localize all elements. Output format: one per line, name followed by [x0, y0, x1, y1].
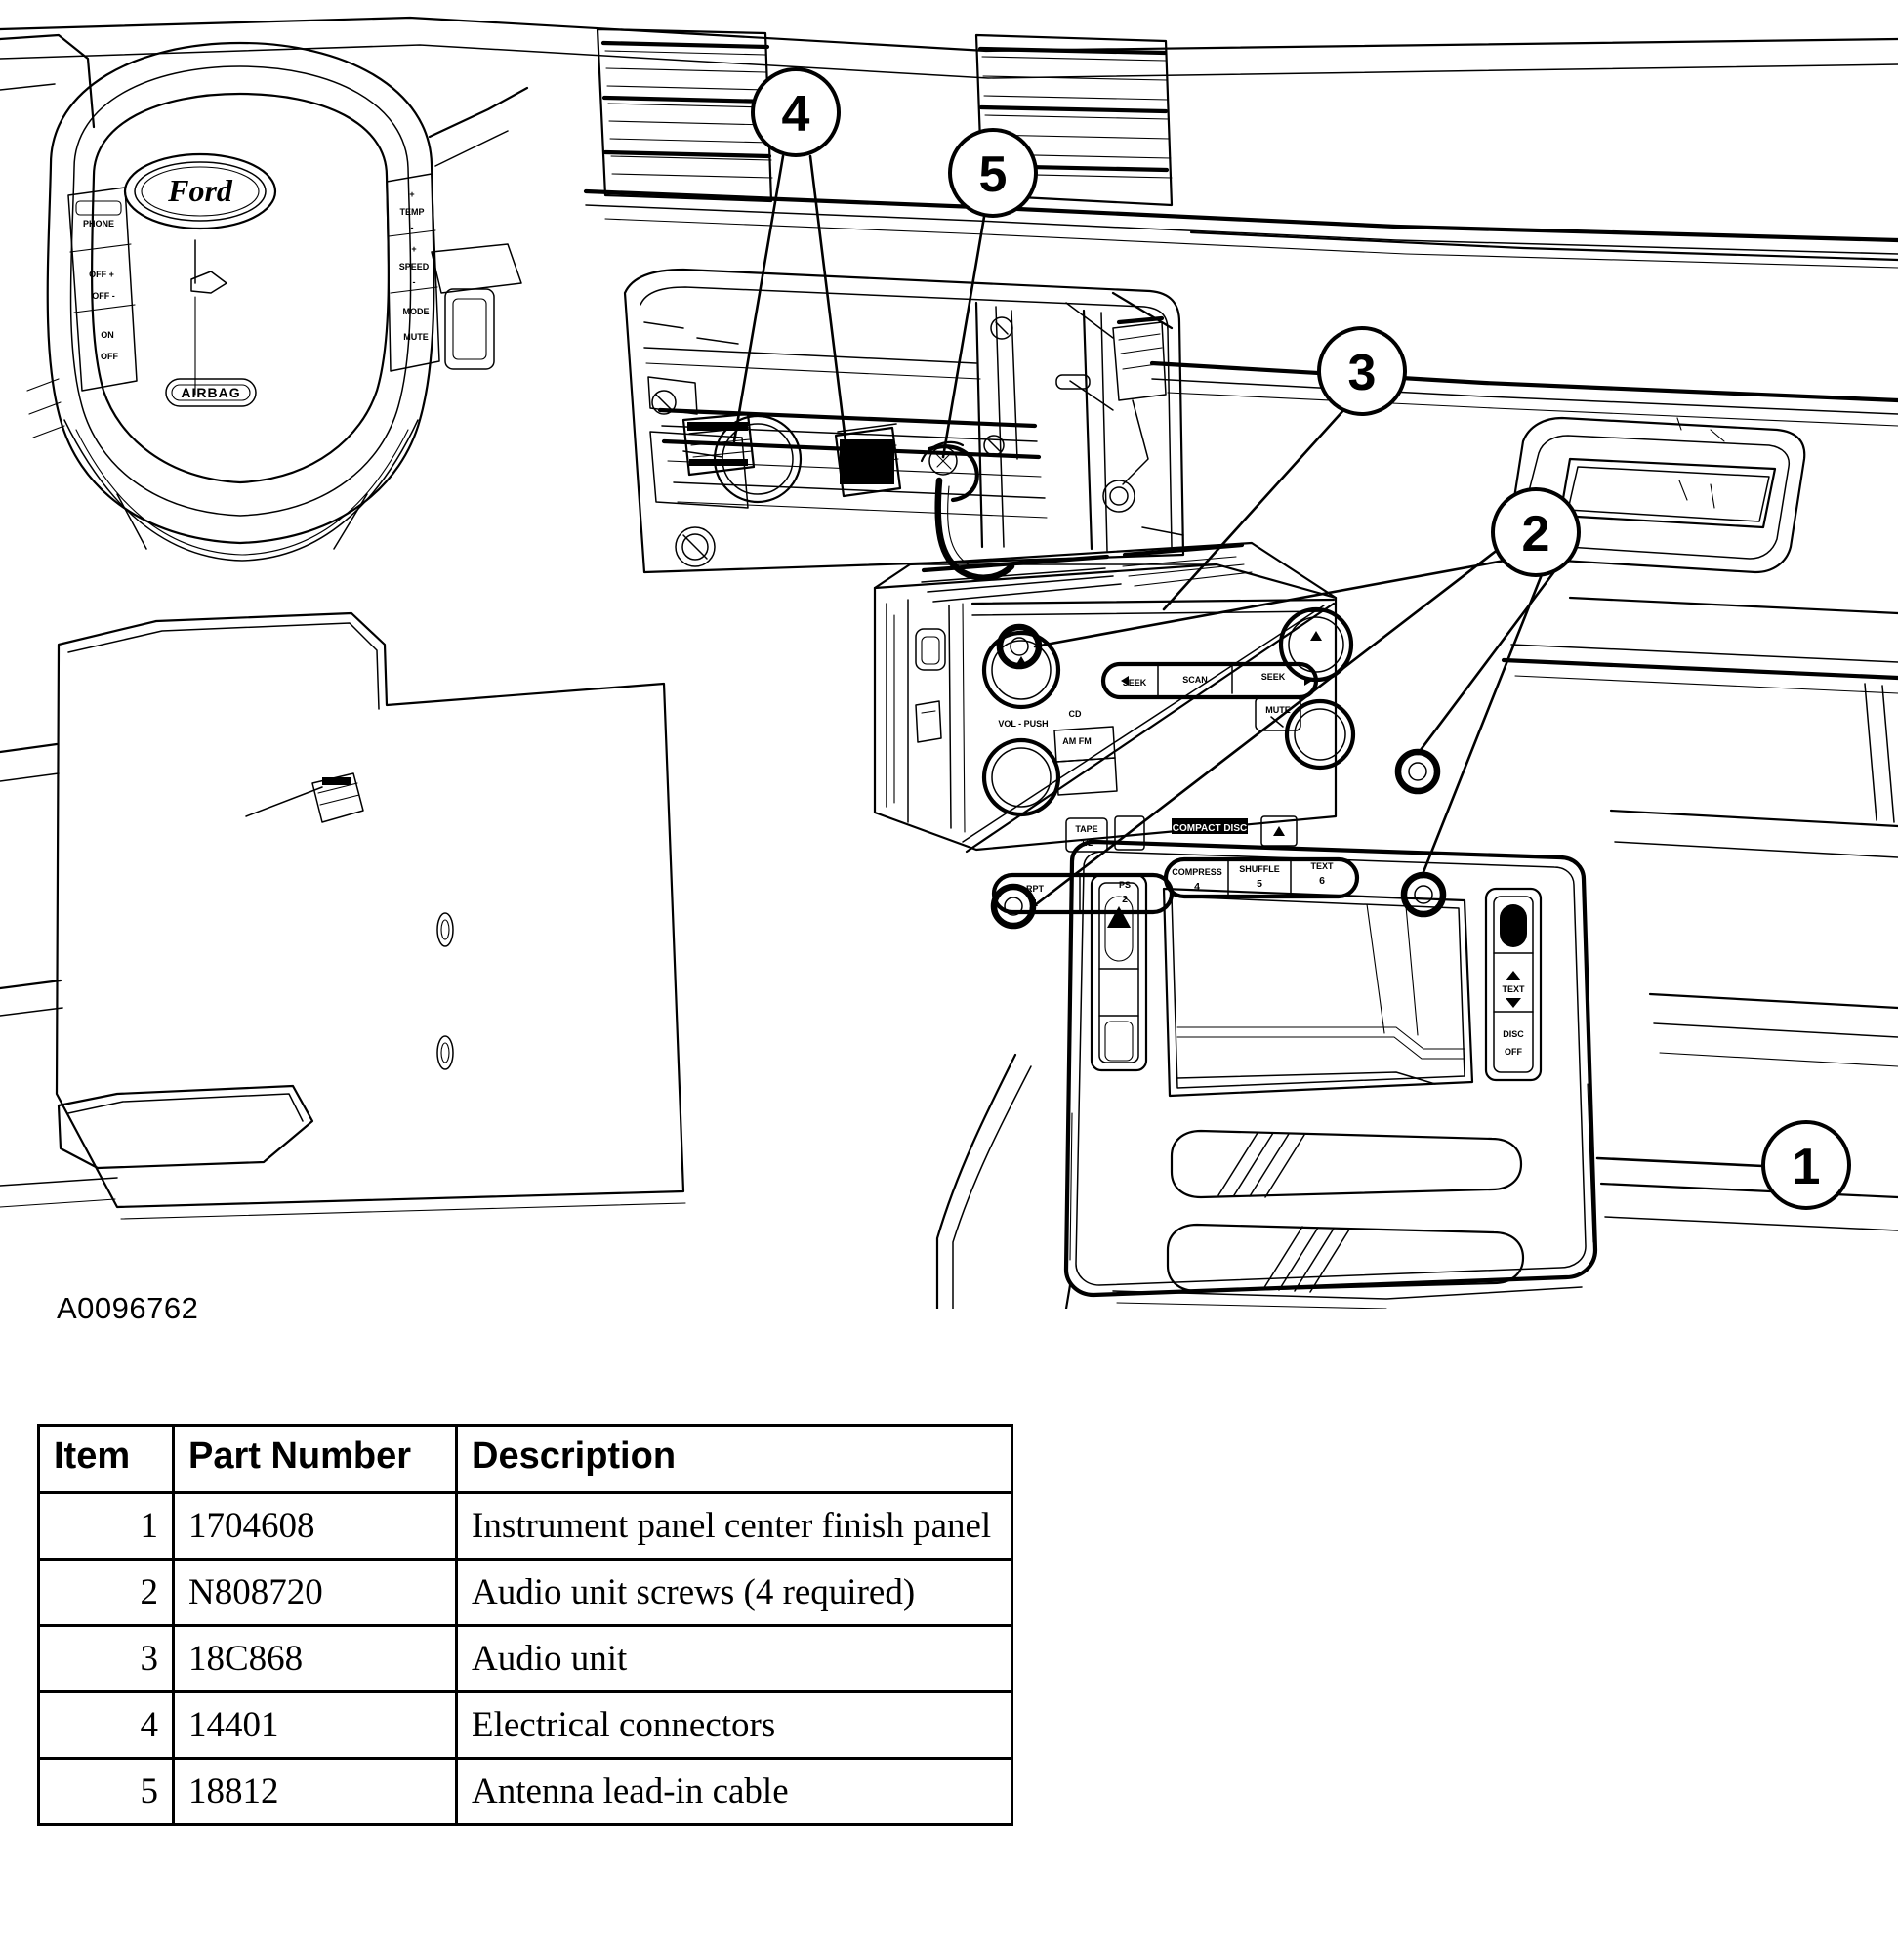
mute-label: MUTE [1265, 705, 1291, 715]
steering-right-label-7: MUTE [403, 332, 429, 342]
cell-item: 2 [37, 1557, 175, 1627]
steering-right-label-2: - [411, 223, 414, 232]
callout-2[interactable]: 2 [1491, 487, 1581, 577]
preset-right-0-num: 4 [1194, 881, 1200, 893]
callout-5-number: 5 [979, 146, 1008, 203]
compact-disc-label: COMPACT DISC [1173, 823, 1247, 834]
callout-1[interactable]: 1 [1761, 1120, 1851, 1210]
cell-item: 4 [37, 1690, 175, 1761]
preset-right-2-num: 6 [1319, 875, 1325, 887]
callout-2-number: 2 [1522, 506, 1550, 563]
steering-left-label-3: ON [101, 330, 114, 340]
audio-source-label-amfm: AM FM [1062, 736, 1092, 746]
cell-part-number: 18812 [172, 1757, 458, 1827]
callout-4-number: 4 [782, 86, 810, 143]
lower-console-trim [0, 1084, 314, 1208]
steering-right-label-5: - [413, 277, 416, 287]
center-console-shroud [935, 1053, 1583, 1309]
seek-forward-label: SEEK [1261, 672, 1286, 682]
airbag-badge: AIRBAG [165, 378, 257, 407]
steering-left-label-2: OFF - [92, 291, 115, 301]
callout-leader-lines [732, 154, 1765, 1168]
cell-description: Audio unit [455, 1623, 1013, 1694]
cell-description: Audio unit screws (4 required) [455, 1557, 1013, 1627]
column-header-part-number: Part Number [172, 1424, 458, 1494]
instrument-panel-center-opening [623, 268, 1185, 574]
cell-item: 3 [37, 1623, 175, 1694]
cell-part-number: N808720 [172, 1557, 458, 1627]
finish-panel-right-label-0: TEXT [1502, 984, 1525, 994]
parts-table: Item Part Number Description 1 1704608 I… [37, 1424, 1013, 1827]
preset-left-1-name: PS [1119, 880, 1131, 890]
audio-unit-screw-lower-right [1400, 871, 1447, 918]
figure-id-label: A0096762 [57, 1291, 199, 1325]
defroster-vent-left [596, 27, 773, 203]
electrical-connector-right [834, 423, 902, 498]
audio-source-label-cd: CD [1069, 709, 1082, 719]
audio-unit-controls[interactable]: VOL - PUSH CD AM FM SEEK SCAN SEEK MUTE … [981, 606, 1360, 915]
cell-description: Electrical connectors [455, 1690, 1013, 1761]
column-header-description: Description [455, 1424, 1013, 1494]
finish-panel-right-label-1: DISC [1503, 1029, 1524, 1039]
callout-1-number: 1 [1793, 1139, 1821, 1195]
finish-panel-right-label-2: OFF [1505, 1047, 1522, 1057]
antenna-lead-in-cable [920, 440, 1015, 581]
table-header-row: Item Part Number Description [37, 1424, 1013, 1494]
dash-side-connector [245, 772, 364, 823]
steering-left-controls[interactable]: PHONE OFF + OFF - ON OFF [67, 187, 138, 392]
preset-right-1-name: SHUFFLE [1239, 864, 1280, 874]
steering-right-label-1: TEMP [399, 207, 424, 217]
preset-right-1-num: 5 [1257, 878, 1262, 890]
table-row: 2 N808720 Audio unit screws (4 required) [37, 1557, 1013, 1627]
preset-left-1-num: 2 [1122, 894, 1128, 905]
volume-knob-label: VOL - PUSH [998, 719, 1048, 729]
ford-logo-text: Ford [167, 173, 233, 208]
steering-right-label-6: MODE [403, 307, 430, 316]
steering-left-label-0: PHONE [83, 219, 114, 229]
tape-label-line1: TAPE [1075, 824, 1097, 834]
electrical-connector-left [681, 412, 756, 477]
table-row: 4 14401 Electrical connectors [37, 1690, 1013, 1761]
cell-item: 5 [37, 1757, 175, 1827]
callout-5[interactable]: 5 [948, 128, 1038, 218]
instrument-panel-center-finish-panel: TEXT DISC OFF [1063, 839, 1598, 1298]
airbag-badge-text: AIRBAG [181, 385, 240, 400]
steering-left-label-1: OFF + [89, 270, 114, 279]
audio-unit [873, 541, 1338, 854]
preset-left-0-name: RPT [1026, 884, 1045, 894]
technical-illustration: Ford AIRBAG PHONE OFF + OFF - ON OFF + T… [0, 16, 1898, 1309]
preset-right-0-name: COMPRESS [1172, 867, 1222, 877]
steering-left-label-4: OFF [101, 352, 118, 361]
passenger-side-dash [1501, 416, 1898, 1231]
ford-logo: Ford [123, 152, 277, 230]
seek-back-label: SEEK [1123, 678, 1147, 688]
cell-part-number: 18C868 [172, 1623, 458, 1694]
scan-label: SCAN [1182, 675, 1208, 685]
cell-description: Instrument panel center finish panel [455, 1490, 1013, 1561]
column-header-item: Item [37, 1424, 175, 1494]
audio-unit-screw-upper-right [1394, 748, 1441, 795]
table-row: 1 1704608 Instrument panel center finish… [37, 1490, 1013, 1561]
cell-item: 1 [37, 1490, 175, 1561]
steering-wheel [26, 41, 435, 562]
lower-dash-panel [0, 611, 686, 1220]
preset-right-2-name: TEXT [1310, 861, 1334, 871]
steering-right-label-3: + [411, 244, 416, 254]
cell-description: Antenna lead-in cable [455, 1757, 1013, 1827]
steering-right-controls[interactable]: + TEMP - + SPEED - MODE MUTE [386, 173, 440, 372]
table-row: 5 18812 Antenna lead-in cable [37, 1757, 1013, 1827]
cell-part-number: 14401 [172, 1690, 458, 1761]
table-row: 3 18C868 Audio unit [37, 1623, 1013, 1694]
callout-4[interactable]: 4 [751, 67, 841, 157]
horn-icon [190, 239, 227, 396]
cell-part-number: 1704608 [172, 1490, 458, 1561]
steering-right-label-4: SPEED [399, 262, 430, 271]
steering-right-label-0: + [409, 189, 414, 199]
instrument-cluster-hood [0, 33, 529, 370]
callout-3-number: 3 [1348, 345, 1377, 401]
dash-upper-contours [0, 16, 1898, 427]
callout-3[interactable]: 3 [1317, 326, 1407, 416]
